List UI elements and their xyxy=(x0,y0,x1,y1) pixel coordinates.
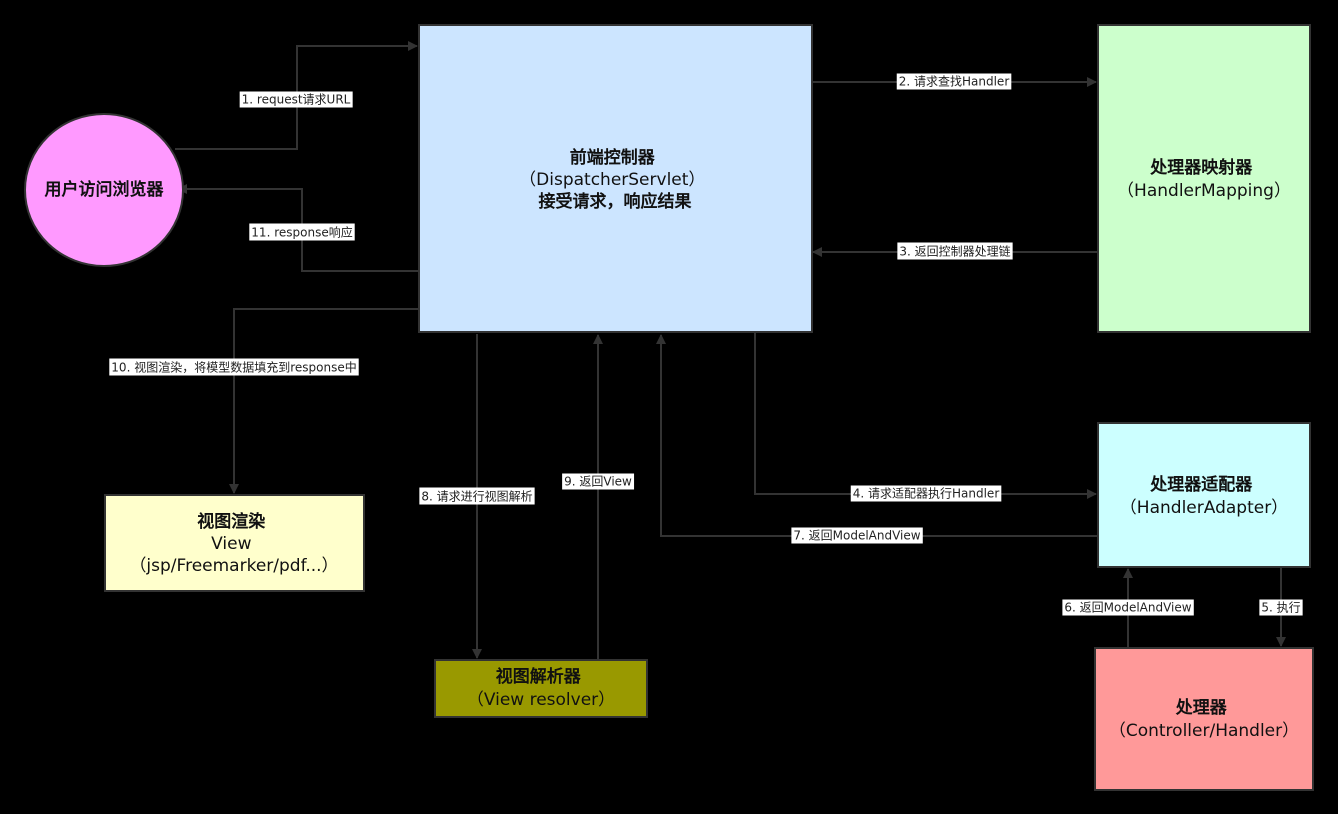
browser-label: 用户访问浏览器 xyxy=(45,179,165,200)
handler-adapter-node xyxy=(1097,422,1311,568)
view-resolver-node xyxy=(434,659,648,718)
handler-adapter-label: 处理器适配器 （HandlerAdapter） xyxy=(1120,474,1288,518)
edge-label-4: 4. 请求适配器执行Handler xyxy=(850,485,1002,502)
handler-mapping-label: 处理器映射器 （HandlerMapping） xyxy=(1117,157,1291,201)
dispatcher-servlet-node xyxy=(418,24,813,333)
edge-label-9-text: 9. 返回View xyxy=(564,475,632,489)
edge-label-4-text: 4. 请求适配器执行Handler xyxy=(853,487,1000,501)
view-resolver-label: 视图解析器 （View resolver） xyxy=(467,666,615,710)
edge-label-3-text: 3. 返回控制器处理链 xyxy=(899,244,1010,259)
edge-label-10: 10. 视图渲染，将模型数据填充到response中 xyxy=(109,358,359,376)
view-render-node xyxy=(104,494,365,592)
edge-label-9: 9. 返回View xyxy=(562,473,635,490)
edge-labels: 1. request请求URL 2. 请求查找Handler 3. 返回控制器处… xyxy=(109,73,1303,616)
handler-label: 处理器 （Controller/Handler） xyxy=(1109,697,1299,741)
edge-label-2-text: 2. 请求查找Handler xyxy=(899,75,1010,89)
nodes: 用户访问浏览器 前端控制器 （DispatcherServlet） 接受请求，响… xyxy=(24,24,1314,791)
edge-label-2: 2. 请求查找Handler xyxy=(896,73,1012,90)
view-render-label: 视图渲染 View （jsp/Freemarker/pdf...） xyxy=(129,511,338,576)
edge-label-1: 1. request请求URL xyxy=(239,91,353,108)
edge-label-8: 8. 请求进行视图解析 xyxy=(419,487,535,505)
edge-label-3: 3. 返回控制器处理链 xyxy=(897,242,1013,260)
edge-label-11: 11. response响应 xyxy=(249,223,355,241)
handler-mapping-node xyxy=(1097,24,1311,333)
edge-label-8-text: 8. 请求进行视图解析 xyxy=(421,489,532,504)
edge-label-5: 5. 执行 xyxy=(1259,599,1303,616)
edge-return-modelandview-7 xyxy=(656,334,1098,537)
edge-execute-handler-request xyxy=(754,330,1097,499)
edge-label-6: 6. 返回ModelAndView xyxy=(1062,599,1194,616)
edge-label-6-text: 6. 返回ModelAndView xyxy=(1064,601,1191,615)
edge-render-view xyxy=(229,308,419,494)
edge-label-7-text: 7. 返回ModelAndView xyxy=(793,529,920,543)
edge-label-7: 7. 返回ModelAndView xyxy=(791,527,923,544)
edge-label-5-text: 5. 执行 xyxy=(1261,601,1300,615)
dispatcher-servlet-label: 前端控制器 （DispatcherServlet） 接受请求，响应结果 xyxy=(519,147,711,212)
edge-label-1-text: 1. request请求URL xyxy=(242,93,351,107)
edge-label-11-text: 11. response响应 xyxy=(251,225,352,240)
edge-label-10-text: 10. 视图渲染，将模型数据填充到response中 xyxy=(111,360,356,375)
handler-node xyxy=(1094,647,1314,791)
browser-node xyxy=(24,113,184,267)
